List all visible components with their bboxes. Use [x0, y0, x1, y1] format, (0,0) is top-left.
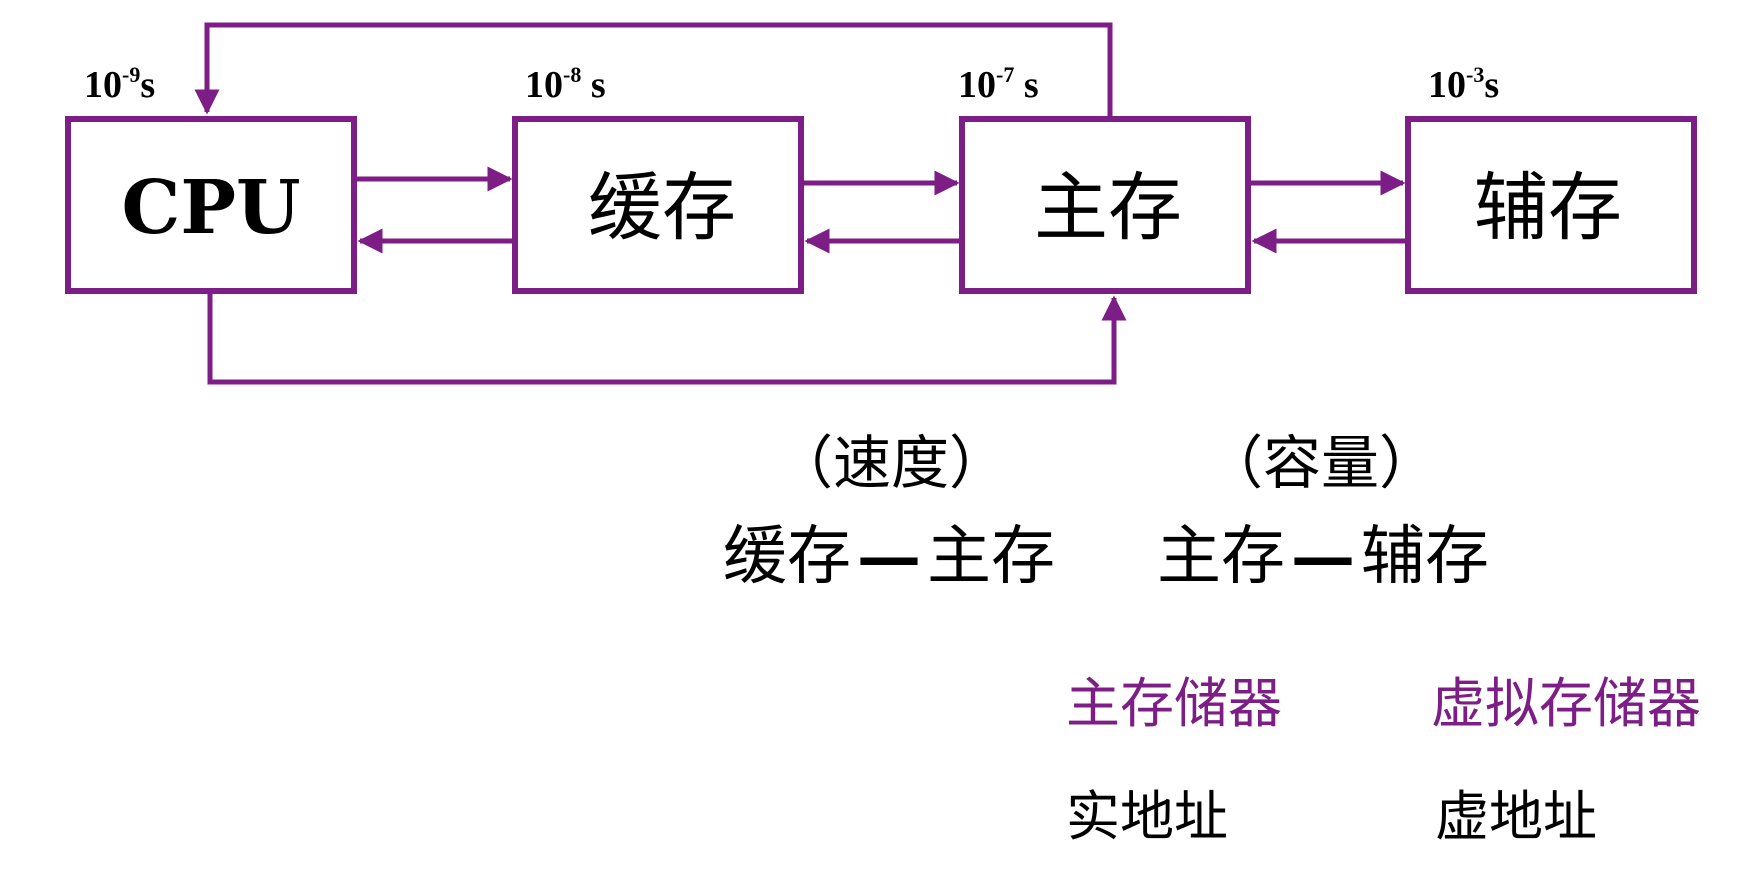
cache-time-label: 10-8 s — [525, 62, 606, 106]
arrow-main-to-cpu-top — [194, 22, 1113, 116]
speed-caption: （速度） — [775, 429, 1008, 497]
cache-label: 缓存 — [588, 165, 736, 251]
arrow-cpu-to-main-bottom — [207, 294, 1127, 385]
cpu-box — [65, 116, 357, 294]
main-storage-label: 主存储器 — [1066, 672, 1282, 735]
real-address-label: 实地址 — [1066, 785, 1228, 848]
aux-time-label: 10-3s — [1428, 62, 1500, 106]
main-memory-box — [959, 116, 1251, 294]
virtual-address-label: 虚地址 — [1435, 785, 1597, 848]
cpu-label: CPU — [121, 165, 300, 251]
main-memory-label: 主存 — [1034, 165, 1182, 251]
cpu-time-label: 10-9s — [84, 62, 156, 106]
capacity-caption: （容量） — [1205, 429, 1438, 497]
aux-memory-label: 辅存 — [1474, 165, 1622, 251]
aux-memory-box — [1405, 116, 1697, 294]
cache-main-pair: 缓存—主存 — [723, 519, 1055, 594]
cache-box — [512, 116, 804, 294]
main-time-label: 10-7 s — [958, 62, 1039, 106]
main-aux-pair: 主存—辅存 — [1157, 519, 1489, 594]
virtual-storage-label: 虚拟存储器 — [1431, 672, 1701, 735]
pair-dash: — — [857, 519, 921, 594]
pair-dash: — — [1291, 519, 1355, 594]
